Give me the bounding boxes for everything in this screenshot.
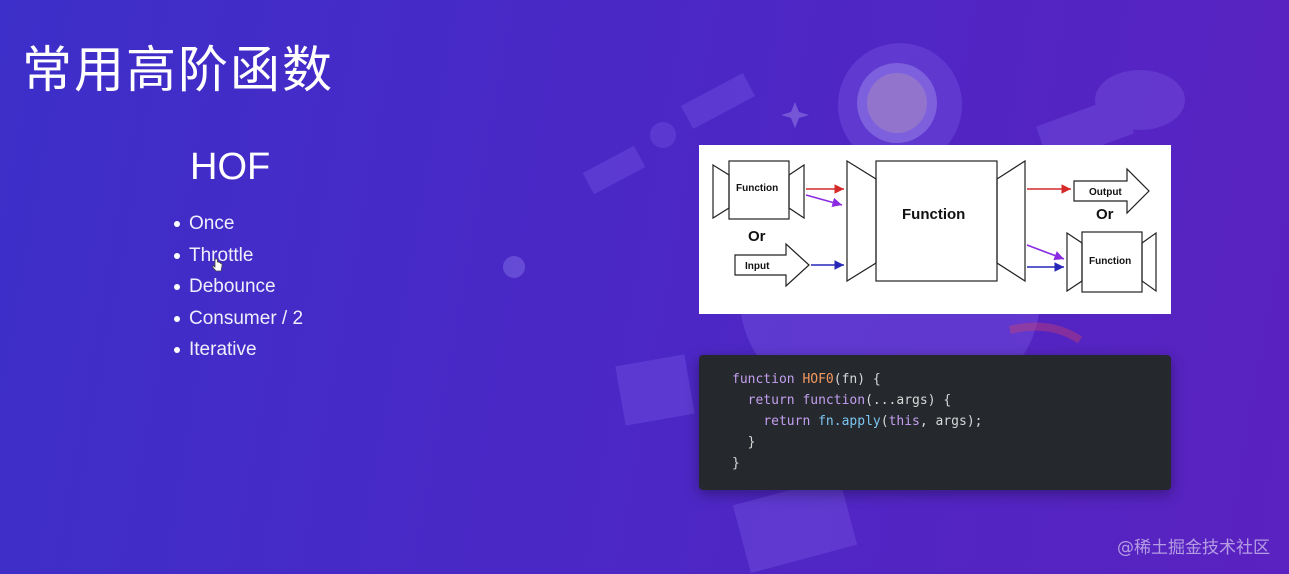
left-function-input-cone (712, 163, 730, 220)
right-function-input-cone (1066, 231, 1083, 293)
hof-item-consumer: Consumer / 2 (172, 305, 303, 337)
or-right-label: Or (1096, 206, 1114, 223)
center-input-cone (846, 159, 877, 283)
hof-diagram-svg: Function Or Input Function Output Or Fun… (712, 159, 1157, 293)
hof-diagram: Function Or Input Function Output Or Fun… (699, 145, 1171, 314)
input-arrow-shape (734, 242, 810, 288)
left-function-output-cone (788, 163, 805, 220)
hof-item-once: Once (172, 210, 303, 242)
code-lines: function HOF0(fn) { return function(...a… (732, 369, 983, 474)
hof-item-debounce: Debounce (172, 273, 303, 305)
mouse-cursor-icon (212, 258, 223, 272)
hof-item-iterative: Iterative (172, 336, 303, 368)
hof-item-throttle: Throttle (172, 242, 303, 274)
left-function-label: Function (736, 183, 778, 194)
hof-heading: HOF (190, 146, 271, 188)
code-block: function HOF0(fn) { return function(...a… (699, 355, 1171, 490)
or-left-label: Or (748, 228, 766, 245)
code-line-2: return function(...args) { (747, 393, 952, 408)
code-line-3: return fn.apply(this, args); (763, 414, 983, 429)
output-label: Output (1089, 187, 1122, 198)
center-output-cone (996, 159, 1026, 283)
purple-arrow-left (805, 194, 843, 208)
slide-title: 常用高阶函数 (22, 41, 334, 99)
output-arrow-shape (1073, 167, 1150, 215)
right-function-output-cone (1141, 231, 1157, 293)
center-function-label: Function (902, 206, 965, 223)
purple-arrow-right (1026, 244, 1065, 261)
watermark: @稀土掘金技术社区 (1117, 538, 1270, 558)
right-function-label: Function (1089, 256, 1131, 267)
code-line-4: } (747, 435, 756, 450)
input-label: Input (745, 261, 770, 272)
hof-list: Once Throttle Debounce Consumer / 2 Iter… (172, 210, 303, 368)
code-line-1: function HOF0(fn) { (732, 372, 881, 387)
code-line-5: } (732, 456, 740, 471)
